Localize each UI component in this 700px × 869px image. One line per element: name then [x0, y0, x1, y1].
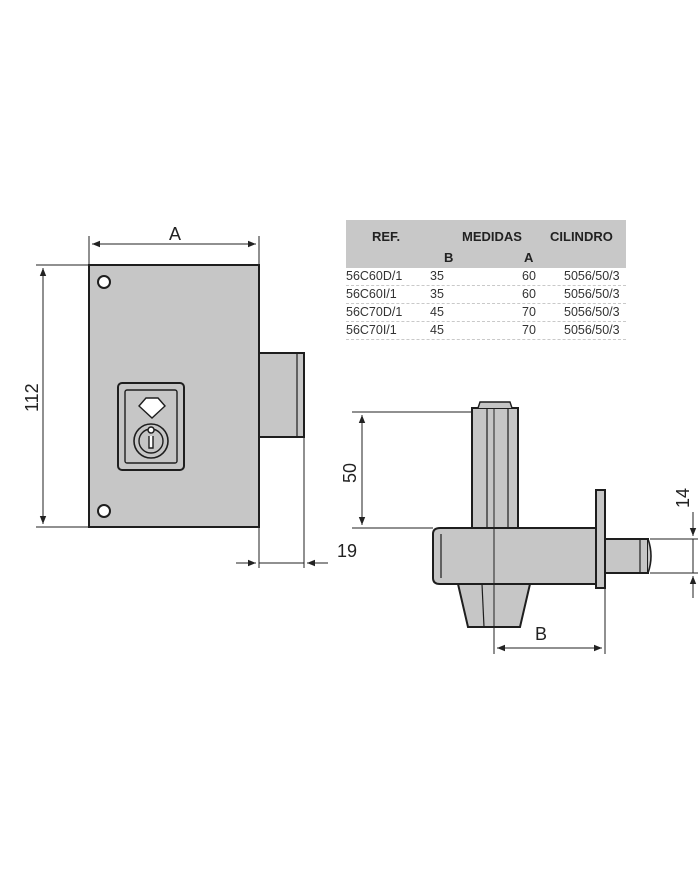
table-header: REF. MEDIDAS CILINDRO B A — [346, 220, 626, 268]
cell-b: 35 — [430, 269, 444, 283]
cell-cilindro: 5056/50/3 — [564, 305, 620, 319]
side-view — [432, 401, 652, 628]
cell-ref: 56C70I/1 — [346, 323, 397, 337]
cell-cilindro: 5056/50/3 — [564, 287, 620, 301]
cell-b: 35 — [430, 287, 444, 301]
side-housing — [432, 527, 597, 585]
bolt — [604, 538, 649, 574]
dimension-label-14: 14 — [673, 488, 693, 508]
dimension-label-19: 19 — [337, 541, 357, 561]
table-row: 56C60D/1 35 60 5056/50/3 — [346, 268, 626, 286]
cell-ref: 56C60D/1 — [346, 269, 403, 283]
header-medidas: MEDIDAS — [462, 229, 522, 244]
screw-hole-bottom — [97, 504, 111, 518]
screw-hole-top — [97, 275, 111, 289]
cylinder-tube — [471, 407, 519, 531]
brand-emblem-icon — [138, 397, 166, 419]
table-row: 56C70D/1 45 70 5056/50/3 — [346, 304, 626, 322]
cell-b: 45 — [430, 323, 444, 337]
header-ref: REF. — [372, 229, 401, 244]
front-view — [88, 264, 305, 528]
cell-ref: 56C70D/1 — [346, 305, 403, 319]
keyhole-icon — [147, 426, 155, 449]
table-row: 56C60I/1 35 60 5056/50/3 — [346, 286, 626, 304]
cell-ref: 56C60I/1 — [346, 287, 397, 301]
cell-cilindro: 5056/50/3 — [564, 269, 620, 283]
side-dimensions — [352, 408, 698, 654]
dimension-label-50: 50 — [340, 463, 360, 483]
cell-b: 45 — [430, 305, 444, 319]
header-b: B — [444, 250, 454, 265]
cell-a: 70 — [522, 323, 536, 337]
cell-a: 60 — [522, 269, 536, 283]
dimension-label-a: A — [169, 224, 181, 244]
cell-a: 60 — [522, 287, 536, 301]
header-a: A — [524, 250, 534, 265]
dimension-label-112: 112 — [22, 383, 42, 412]
table-row: 56C70I/1 45 70 5056/50/3 — [346, 322, 626, 340]
header-cilindro: CILINDRO — [550, 229, 613, 244]
reference-table: REF. MEDIDAS CILINDRO B A 56C60D/1 35 60… — [346, 220, 626, 340]
faceplate — [595, 489, 606, 589]
cell-a: 70 — [522, 305, 536, 319]
dimension-label-b: B — [535, 624, 547, 644]
cell-cilindro: 5056/50/3 — [564, 323, 620, 337]
front-dimensions — [36, 236, 328, 568]
